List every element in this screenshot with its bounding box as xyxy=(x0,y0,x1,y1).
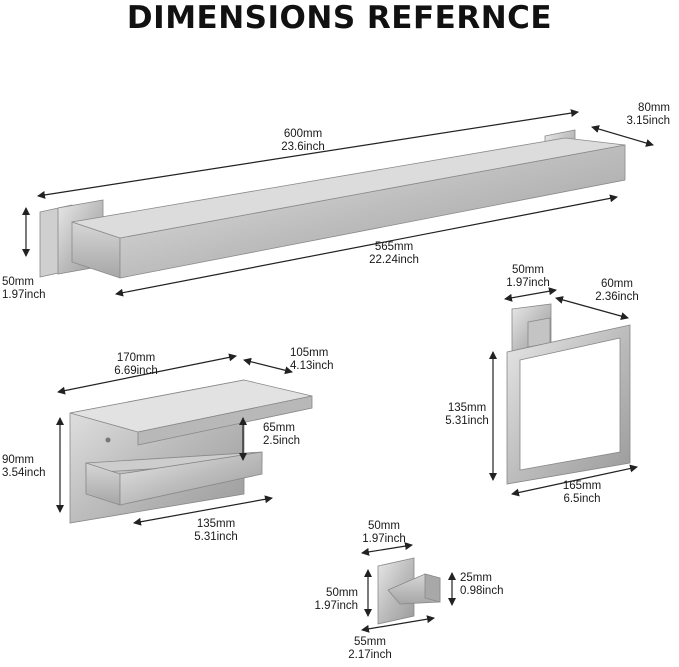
ring-depth-mm: 60mm xyxy=(601,278,633,290)
bar-inner-dim xyxy=(115,194,618,297)
holder-depth-dim xyxy=(243,357,293,375)
holder-shelf-label: 170mm 6.69inch xyxy=(104,352,168,378)
hook-height-label: 50mm 1.97inch xyxy=(298,587,358,613)
holder-shelf-dim xyxy=(57,353,237,395)
holder-shelf-mm: 170mm xyxy=(116,352,156,364)
bar-depth-dim xyxy=(591,125,654,147)
holder-height-inch: 3.54inch xyxy=(2,467,46,479)
bar-inner-label: 565mm 22.24inch xyxy=(356,241,432,267)
holder-depth-inch: 4.13inch xyxy=(290,360,334,372)
hook-width-mm: 50mm xyxy=(368,520,400,532)
bar-inner-inch: 22.24inch xyxy=(369,254,419,266)
holder-height-label: 90mm 3.54inch xyxy=(2,454,60,480)
ring-width-mm: 165mm xyxy=(562,480,602,492)
hook-width-inch: 1.97inch xyxy=(362,533,406,545)
ring-base-inch: 1.97inch xyxy=(506,277,550,289)
ring-depth-dim xyxy=(555,296,629,320)
bar-length-mm: 600mm xyxy=(283,128,323,140)
holder-gap-label: 65mm 2.5inch xyxy=(263,422,319,448)
bar-length-label: 600mm 23.6inch xyxy=(268,128,338,154)
hook-depth-mm: 55mm xyxy=(354,636,386,648)
hook-depth-dim xyxy=(361,615,435,633)
bar-depth-mm: 80mm xyxy=(638,102,670,114)
holder-gap-inch: 2.5inch xyxy=(263,435,301,447)
hook-width-dim xyxy=(361,542,413,556)
bar-depth-inch: 3.15inch xyxy=(626,115,670,127)
bar-inner-mm: 565mm xyxy=(374,241,414,253)
hook-depth-label: 55mm 2.17inch xyxy=(340,636,400,662)
page-title: DIMENSIONS REFERNCE xyxy=(126,0,553,36)
hook-width-label: 50mm 1.97inch xyxy=(354,520,414,546)
ring-height-label: 135mm 5.31inch xyxy=(435,402,499,428)
ring-width-label: 165mm 6.5inch xyxy=(552,480,612,506)
ring-height-mm: 135mm xyxy=(447,402,487,414)
hook-height-inch: 1.97inch xyxy=(314,600,358,612)
hook-inner-inch: 0.98inch xyxy=(460,585,504,597)
bar-length-inch: 23.6inch xyxy=(281,141,325,153)
bar-base-inch: 1.97inch xyxy=(2,289,46,301)
ring-depth-inch: 2.36inch xyxy=(595,291,639,303)
hook-inner-label: 25mm 0.98inch xyxy=(460,572,522,598)
holder-arm-inch: 5.31inch xyxy=(194,531,238,543)
ring-width-dim xyxy=(511,464,638,497)
holder-arm-label: 135mm 5.31inch xyxy=(184,518,248,544)
holder-height-mm: 90mm xyxy=(2,454,34,466)
holder-depth-mm: 105mm xyxy=(290,347,329,359)
hook-height-mm: 50mm xyxy=(326,587,358,599)
hook-depth-inch: 2.17inch xyxy=(348,649,392,661)
paper-holder xyxy=(69,379,313,524)
bar-length-dim xyxy=(37,109,579,199)
ring-width-inch: 6.5inch xyxy=(563,493,601,505)
holder-gap-mm: 65mm xyxy=(263,422,295,434)
bar-depth-label: 80mm 3.15inch xyxy=(606,102,670,128)
robe-hook xyxy=(377,557,441,625)
holder-arm-mm: 135mm xyxy=(196,518,236,530)
ring-base-label: 50mm 1.97inch xyxy=(498,264,558,290)
ring-base-mm: 50mm xyxy=(512,264,544,276)
holder-arm-dim xyxy=(133,495,273,526)
ring-height-inch: 5.31inch xyxy=(445,415,489,427)
bar-base-mm: 50mm xyxy=(2,276,34,288)
hook-inner-mm: 25mm xyxy=(460,572,492,584)
holder-shelf-inch: 6.69inch xyxy=(114,365,158,377)
bar-base-label: 50mm 1.97inch xyxy=(2,276,62,302)
towel-ring xyxy=(506,303,631,485)
holder-depth-label: 105mm 4.13inch xyxy=(290,347,352,373)
ring-base-dim xyxy=(504,287,557,302)
ring-depth-label: 60mm 2.36inch xyxy=(585,278,649,304)
